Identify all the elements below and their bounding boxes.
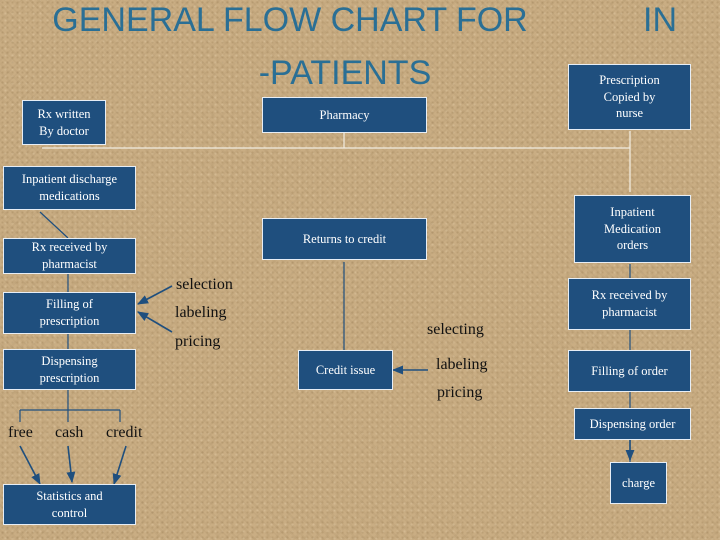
title-line1: GENERAL FLOW CHART FOR [52,1,528,39]
box-dispensing-prescription: Dispensing prescription [3,349,136,390]
label-labeling-right: labeling [436,356,488,373]
label-selecting: selecting [427,321,484,338]
connector-grid-top [42,131,631,192]
connector-inpatient-to-rx [39,211,69,239]
arrow-free-to-statistics [19,445,41,485]
title-line2: -PATIENTS [258,54,432,92]
box-prescription-copied: Prescription Copied by nurse [568,64,691,130]
label-selection: selection [176,276,233,293]
box-statistics-control: Statistics and control [3,484,136,525]
connector-dispensing-split [19,390,121,422]
label-pricing-right: pricing [437,384,483,401]
box-returns-to-credit: Returns to credit [262,218,427,260]
arrow-selection [137,285,173,305]
label-free: free [8,424,33,441]
box-inpatient-discharge: Inpatient discharge medications [3,166,136,210]
title-line1-tail: IN [643,1,677,39]
label-pricing-left: pricing [175,333,221,350]
label-credit: credit [106,424,143,441]
box-rx-written: Rx written By doctor [22,100,106,145]
box-filling-order: Filling of order [568,350,691,392]
label-cash: cash [55,424,84,441]
box-rx-received-right: Rx received by pharmacist [568,278,691,330]
box-charge: charge [610,462,667,504]
box-pharmacy: Pharmacy [262,97,427,133]
box-inpatient-medication-orders: Inpatient Medication orders [574,195,691,263]
box-filling-prescription: Filling of prescription [3,292,136,334]
box-rx-received-left: Rx received by pharmacist [3,238,136,274]
arrow-cash-to-statistics [66,445,76,484]
box-dispensing-order: Dispensing order [574,408,691,440]
box-credit-issue: Credit issue [298,350,393,390]
arrow-credit-to-statistics [112,445,127,486]
label-labeling-left: labeling [175,304,227,321]
arrow-pricing [137,311,173,333]
